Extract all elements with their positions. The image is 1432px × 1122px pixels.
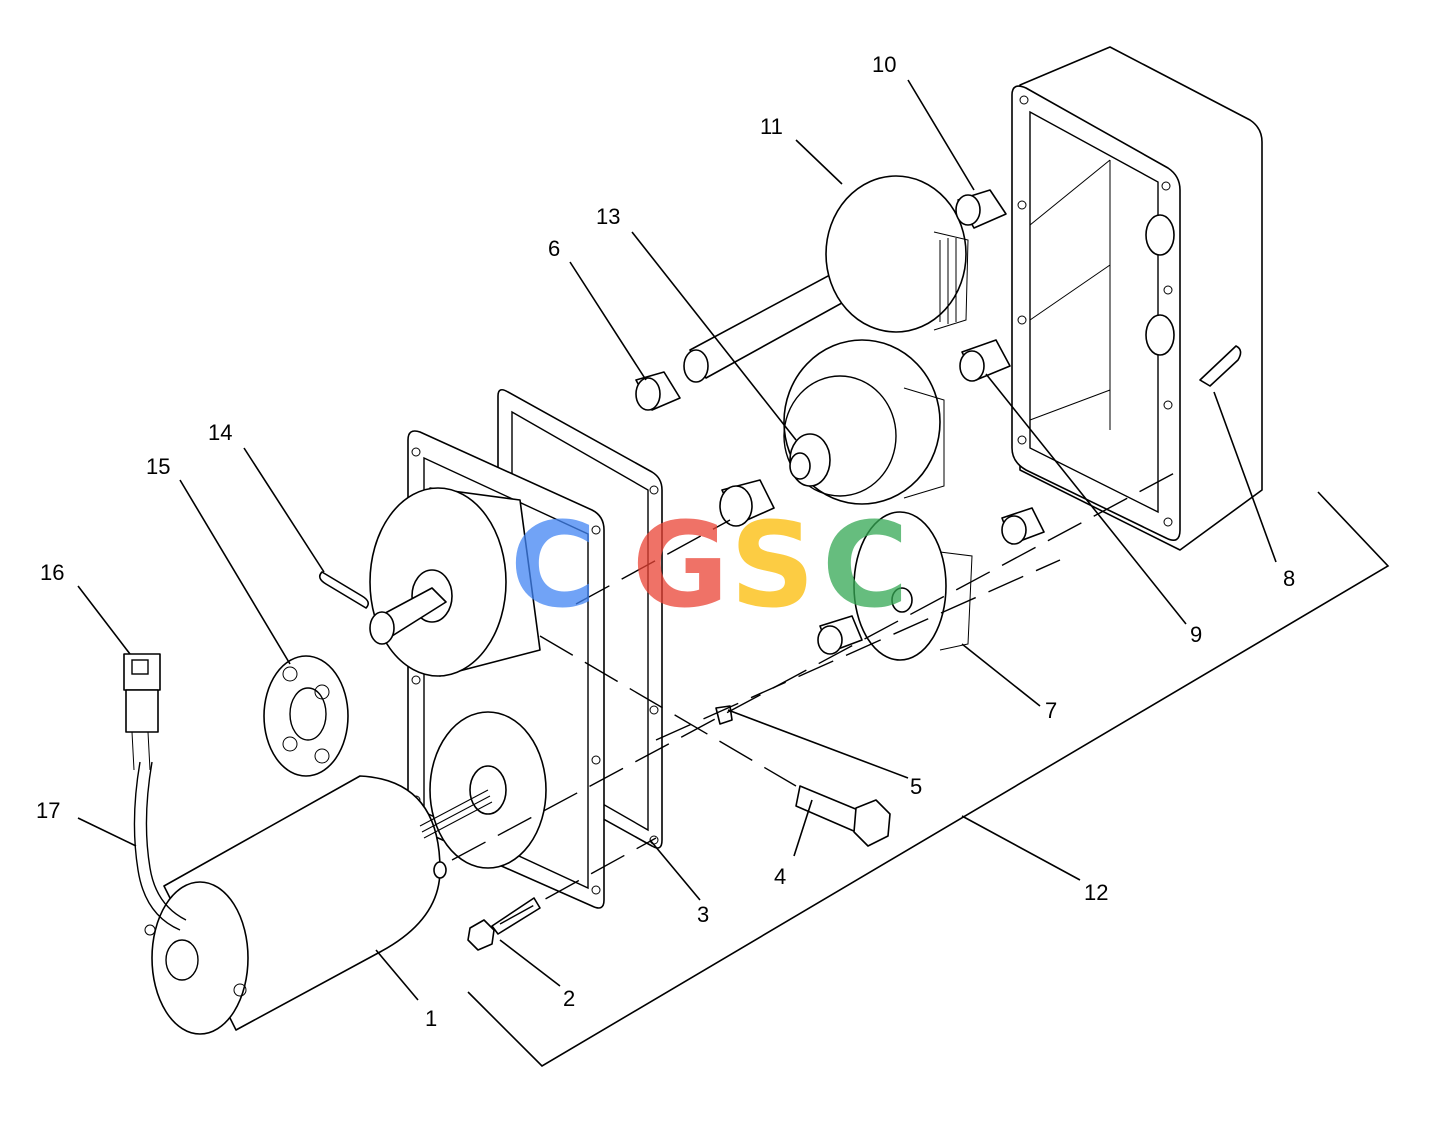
assembly-axis (451, 469, 1181, 861)
callout-14: 14 (208, 420, 232, 445)
callout-2: 2 (563, 986, 575, 1011)
callout-labels: 1 2 3 4 5 6 7 8 9 10 11 12 13 14 15 16 1… (36, 52, 1295, 1031)
callout-6: 6 (548, 236, 560, 261)
callout-12: 12 (1084, 880, 1108, 905)
bushing-icon (635, 371, 1045, 655)
callout-10: 10 (872, 52, 896, 77)
housing-assembly-bracket (467, 491, 1390, 1068)
watermark-letter: G (632, 496, 729, 634)
gear-icon (683, 175, 969, 383)
callout-5: 5 (910, 774, 922, 799)
watermark-letter: C (822, 496, 909, 634)
gearbox-housing-icon (1011, 46, 1263, 551)
callout-1: 1 (425, 1006, 437, 1031)
assembly-axis (499, 837, 657, 925)
callout-11: 11 (760, 114, 783, 139)
callout-4: 4 (774, 864, 786, 889)
assembly-axis (575, 519, 731, 605)
watermark-letter: S (730, 496, 815, 634)
callout-13: 13 (596, 204, 620, 229)
callout-3: 3 (697, 902, 709, 927)
watermark-letter: C (510, 496, 597, 634)
spacer-10-end (955, 194, 981, 226)
gear-icon (853, 511, 973, 661)
key-pin-icon (318, 571, 370, 609)
spacer-9-end (959, 350, 985, 382)
flange-plate-icon (263, 655, 349, 777)
callout-8: 8 (1283, 566, 1295, 591)
leader-lines (77, 79, 1277, 1001)
output-shaft-end (369, 611, 395, 645)
callout-15: 15 (146, 454, 170, 479)
callout-7: 7 (1045, 698, 1057, 723)
connector-icon (123, 653, 187, 931)
assembly-axis (655, 559, 1061, 741)
bolt-icon (467, 705, 891, 951)
callout-16: 16 (40, 560, 64, 585)
motor-icon (144, 775, 493, 1035)
callout-9: 9 (1190, 622, 1202, 647)
pin-8 (1199, 345, 1242, 387)
watermark-logo: C G S C (510, 496, 909, 634)
callout-17: 17 (36, 798, 60, 823)
gear-icon (783, 339, 945, 505)
